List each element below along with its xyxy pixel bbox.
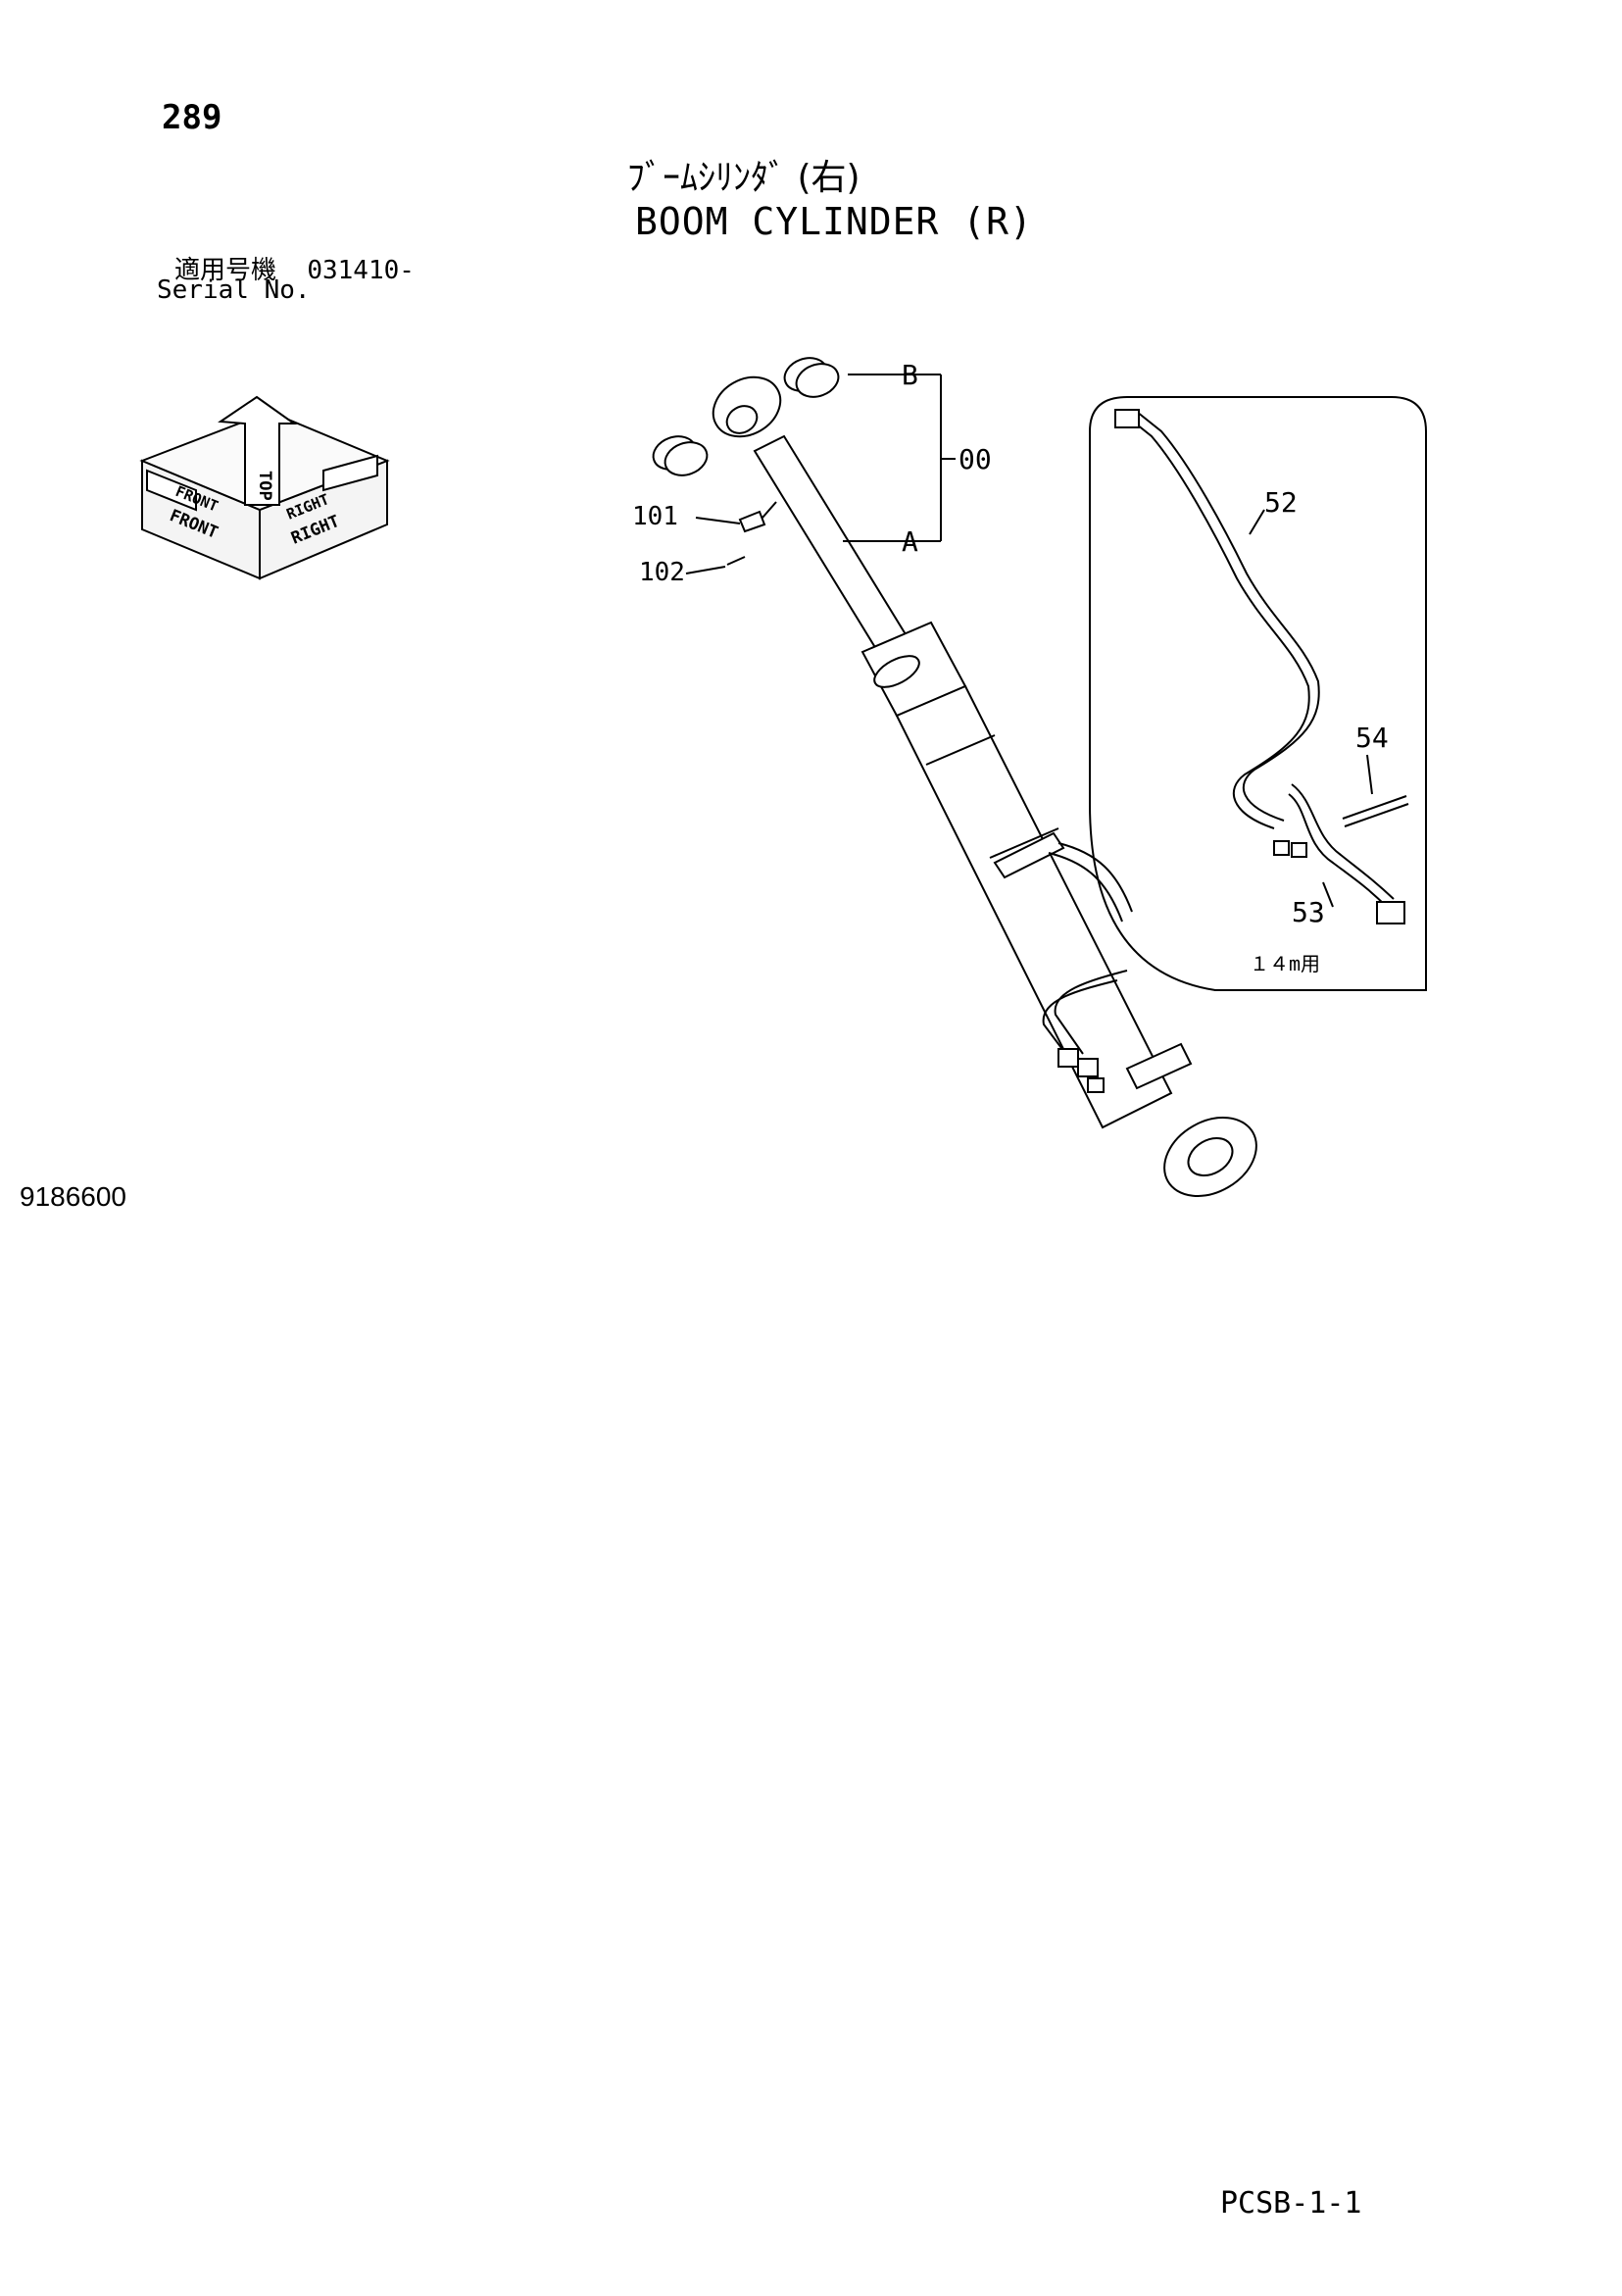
page-title-jp: ﾌﾞｰﾑｼﾘﾝﾀﾞ (右) xyxy=(627,158,860,198)
footer-code: PCSB-1-1 xyxy=(1220,2186,1362,2221)
callout-52: 52 xyxy=(1264,486,1298,519)
part-101-icon xyxy=(695,501,777,533)
assembly-bracket xyxy=(843,374,956,542)
callout-a: A xyxy=(902,525,918,558)
page-title: BOOM CYLINDER (R) xyxy=(635,200,1033,243)
serial-applicable-label: 適用号機 031410- xyxy=(174,250,415,286)
boom-cylinder-drawing xyxy=(652,357,1257,1197)
bushing-b-icon xyxy=(783,357,840,398)
callout-b: B xyxy=(902,359,918,391)
serial-no-label: Serial No. xyxy=(157,275,311,305)
detail-box-14m xyxy=(1089,396,1427,991)
callout-102: 102 xyxy=(639,558,685,587)
orientation-compass-icon: TOP FRONT RIGHT FRONT RIGHT xyxy=(139,395,390,580)
callout-53: 53 xyxy=(1292,896,1325,928)
callout-00: 00 xyxy=(958,443,992,475)
page-number: 289 xyxy=(162,98,222,137)
callout-101: 101 xyxy=(632,502,678,531)
drawing-number: 9186600 xyxy=(20,1181,127,1212)
detail-note: １４m用 xyxy=(1250,952,1320,975)
callout-54: 54 xyxy=(1355,722,1389,754)
bushing-a-icon xyxy=(652,435,709,476)
orientation-top-label: TOP xyxy=(255,471,274,501)
serial-number-value: 031410- xyxy=(307,256,415,285)
applicable-model-label: 適用号機 xyxy=(174,256,277,285)
part-102-icon xyxy=(685,556,746,574)
